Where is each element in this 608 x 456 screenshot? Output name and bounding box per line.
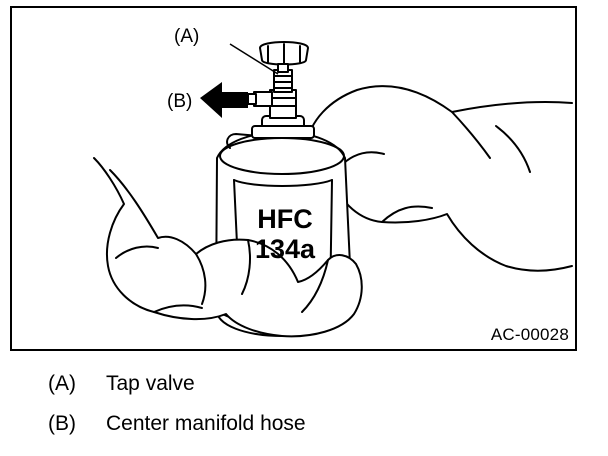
- callout-a-leader: [229, 43, 279, 75]
- callout-a-label: (A): [174, 26, 200, 47]
- legend-key: (B): [48, 412, 76, 435]
- can-label: HFC 134a: [240, 204, 330, 264]
- refrigerant-can-illustration: [93, 41, 573, 338]
- legend-label: Center manifold hose: [106, 412, 306, 435]
- callout-b-label: (B): [167, 91, 193, 112]
- legend-label: Tap valve: [106, 372, 195, 395]
- legend-item: (A) Tap valve: [48, 372, 306, 412]
- callout-b-arrow: [200, 82, 248, 118]
- can-label-line1: HFC: [257, 204, 313, 234]
- legend: (A) Tap valve (B) Center manifold hose: [48, 372, 306, 452]
- legend-item: (B) Center manifold hose: [48, 412, 306, 452]
- can-label-line2: 134a: [254, 234, 316, 264]
- figure-id: AC-00028: [490, 325, 569, 344]
- illustration-frame: (A) (B) HFC 134a AC-00028: [10, 6, 577, 351]
- legend-key: (A): [48, 372, 76, 395]
